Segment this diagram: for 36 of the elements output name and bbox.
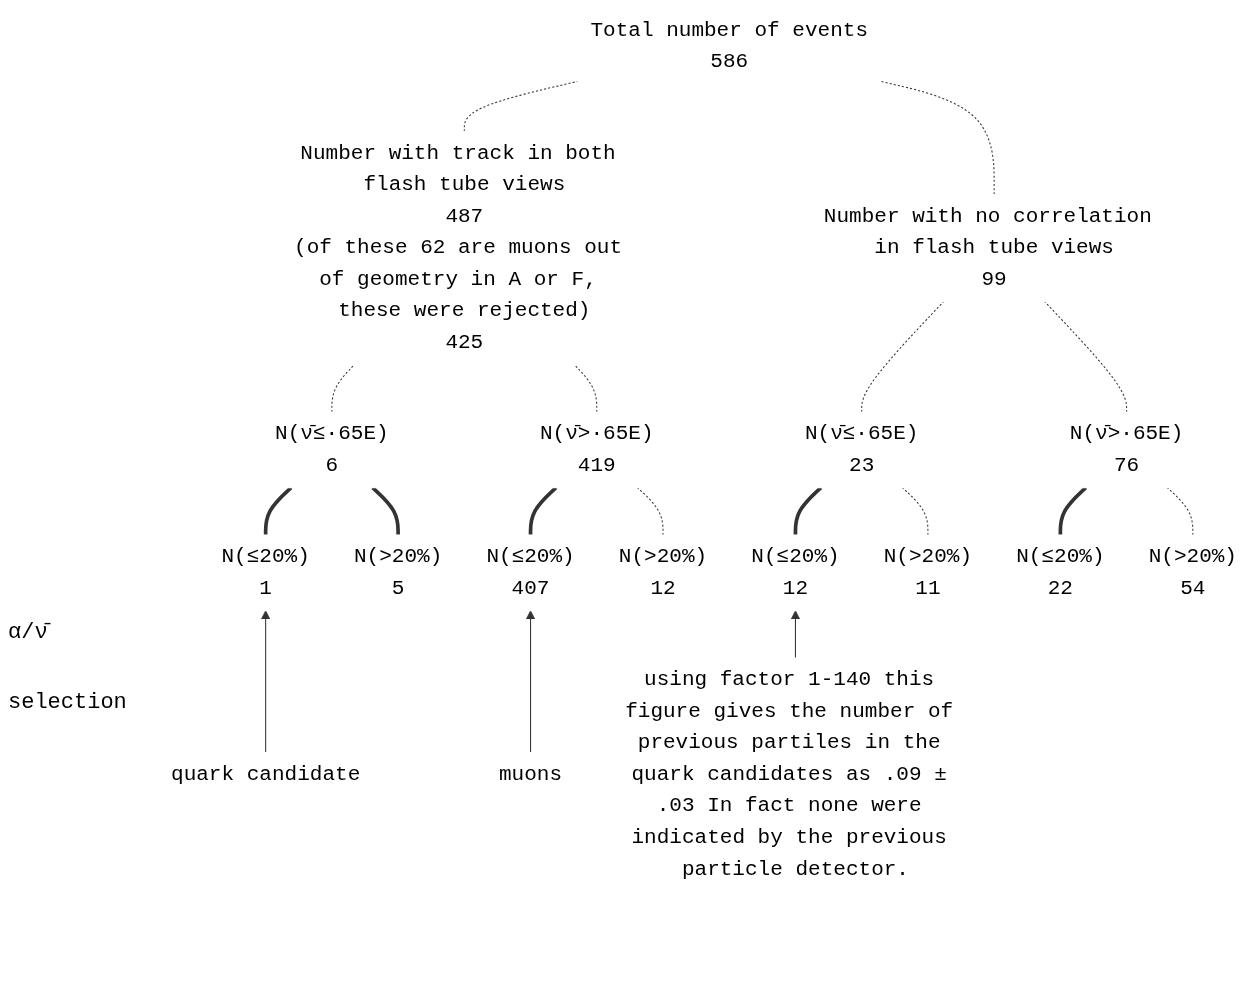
- node-text: quark candidate: [171, 762, 361, 787]
- connector: [263, 486, 293, 535]
- node-text: N(≤20%) 12: [751, 544, 840, 601]
- connector: [637, 487, 664, 536]
- node-text: N(ν̄>·65E) 419: [540, 421, 654, 478]
- connector: [463, 80, 579, 132]
- connector: [573, 364, 598, 413]
- arrow: [790, 610, 801, 659]
- connector: [371, 486, 400, 535]
- connector: [901, 487, 929, 536]
- node-text: N(>20%) 12: [618, 544, 708, 601]
- node-text: Number with track in both flash tube views 487 (of these 62 are muons out of geometry in A or F, these were rejected) 425: [294, 140, 623, 355]
- node-text: N(ν̄≤·65E) 23: [804, 421, 919, 478]
- node-text: using factor 1-140 this figure gives the number of previous partiles in the quark candidates as .09 ± .03 In fact none were indicated by the previous particle detector.: [625, 667, 954, 881]
- node-text: N(≤20%) 1: [221, 544, 310, 601]
- node-text: N(ν̄≤·65E) 6: [275, 421, 389, 478]
- node-text: N(>20%) 11: [883, 544, 973, 601]
- connector: [793, 486, 823, 535]
- connector: [880, 80, 995, 195]
- node-text: N(>20%) 5: [353, 544, 443, 601]
- arrow: [525, 610, 536, 754]
- node-text: N(ν̄>·65E) 76: [1069, 421, 1184, 478]
- connector: [861, 301, 945, 413]
- node-text: N(≤20%) 407: [486, 544, 575, 601]
- row-label: selection: [8, 690, 127, 715]
- node-text: N(>20%) 54: [1148, 544, 1237, 601]
- connector: [331, 364, 355, 413]
- connector: [1058, 486, 1088, 535]
- node-text: muons: [499, 762, 563, 787]
- node-text: Total number of events 586: [590, 17, 868, 74]
- node-text: Number with no correlation in flash tube views 99: [823, 203, 1152, 292]
- arrow: [261, 610, 271, 754]
- connector: [1044, 301, 1128, 413]
- node-text: N(≤20%) 22: [1016, 544, 1105, 601]
- connector: [1166, 487, 1194, 536]
- connector: [528, 486, 558, 535]
